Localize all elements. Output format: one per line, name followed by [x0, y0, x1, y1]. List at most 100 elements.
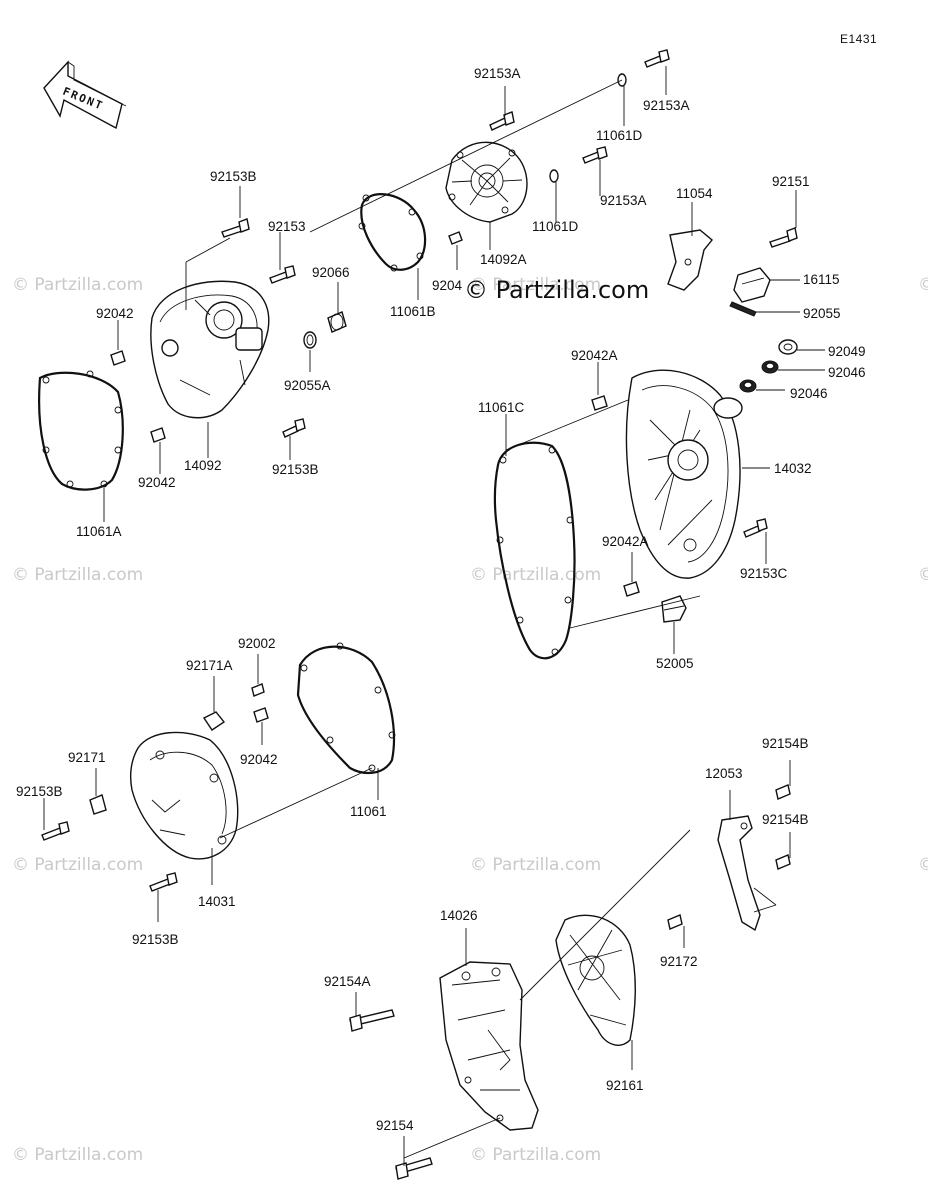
part-label: 92153B: [16, 784, 63, 799]
part-label: 92153A: [474, 66, 521, 81]
part-label: 92049: [828, 344, 866, 359]
part-label: 52005: [656, 656, 694, 671]
part-label: 11061C: [478, 400, 525, 415]
dowel-pin-icon: [448, 231, 463, 245]
gasket-11061: [296, 642, 396, 775]
part-label: 14031: [198, 894, 236, 909]
part-label: 14092A: [480, 252, 527, 267]
dowel-pin-icon: [110, 350, 126, 366]
gasket-11061C: [493, 441, 576, 660]
leader-lines: [43, 66, 825, 1166]
watermark: © Partzilla.com: [470, 275, 601, 295]
bolt-icon: [582, 146, 608, 164]
cover-14092: [150, 280, 270, 419]
plug-52005: [661, 595, 687, 623]
bolt-icon: [769, 227, 798, 248]
watermark: © Partzilla.com: [12, 855, 143, 875]
part-label: 92055A: [284, 378, 331, 393]
part-label: 92153A: [600, 193, 647, 208]
part-label: 92154: [376, 1118, 414, 1133]
bolt-icon: [395, 1157, 433, 1180]
watermark: © Partzilla.com: [12, 565, 143, 585]
part-label: 92153: [268, 219, 306, 234]
part-label: 92171: [68, 750, 106, 765]
watermark: © Partzilla.com: [12, 1145, 143, 1165]
part-label: 92042: [96, 306, 134, 321]
part-label: 92161: [606, 1078, 644, 1093]
bolt-icon: [221, 218, 250, 238]
part-label: 92066: [312, 265, 350, 280]
bolt-icon: [743, 518, 768, 538]
part-label: 92172: [660, 954, 698, 969]
part-label: 14026: [440, 908, 478, 923]
clamp-icon: [89, 794, 107, 815]
bolt-icon: [489, 111, 515, 131]
watermark: © Partzilla.com: [470, 565, 601, 585]
watermark: © Partzilla.com: [918, 565, 928, 585]
part-label: 11061D: [596, 128, 643, 143]
bolt-icon: [41, 821, 70, 841]
dowel-pin-icon: [623, 581, 640, 597]
bolt-icon: [775, 854, 791, 870]
part-label: 92153B: [272, 462, 319, 477]
part-label: 92046: [828, 365, 866, 380]
bolt-icon: [149, 872, 178, 892]
oil-cap-16115: [733, 267, 771, 303]
part-label: 92042A: [571, 348, 618, 363]
part-label: 9204: [432, 278, 463, 293]
watermark: © Partzilla.com: [12, 275, 143, 295]
part-labels: 92153A 92153A 11061D 92153A 11061D 92153…: [16, 66, 866, 1133]
cover-14026: [439, 961, 539, 1131]
bolt-icon: [282, 418, 306, 438]
watermark-center: © Partzilla.com: [464, 276, 649, 304]
part-label: 14092: [184, 458, 222, 473]
watermark: © Partzilla.com: [470, 855, 601, 875]
part-label: 92171A: [186, 658, 233, 673]
part-label: 92002: [238, 636, 276, 651]
bolt-icon: [667, 914, 683, 930]
o-ring-icon: [303, 331, 317, 349]
o-ring-icon: [729, 301, 757, 317]
bearing-icon: [739, 379, 757, 393]
part-label: 12053: [705, 766, 743, 781]
part-label: 92151: [772, 174, 810, 189]
front-arrow-icon: FRONT: [43, 60, 127, 130]
part-label: 14032: [774, 461, 812, 476]
cover-14092A: [445, 141, 528, 223]
gasket-11061B: [358, 193, 427, 272]
plug-icon: [327, 311, 347, 333]
washer-icon: [549, 169, 559, 183]
part-label: 92154B: [762, 812, 809, 827]
dowel-pin-icon: [591, 395, 608, 411]
part-label: 92153B: [132, 932, 179, 947]
watermark: © Partzilla.com: [918, 275, 928, 295]
watermark: © Partzilla.com: [470, 1145, 601, 1165]
part-label: 92055: [803, 306, 841, 321]
watermark: © Partzilla.com: [918, 855, 928, 875]
bolt-icon: [644, 49, 670, 68]
guard-12053: [717, 815, 761, 932]
bracket-11054: [667, 229, 713, 291]
dowel-pin-icon: [253, 707, 269, 723]
cover-14031: [129, 731, 239, 860]
part-label: 92153A: [643, 98, 690, 113]
cover-92161: [555, 914, 636, 1046]
part-label: 11054: [676, 186, 713, 201]
diagram-code: E1431: [840, 32, 877, 46]
part-label: 11061B: [390, 304, 436, 319]
nut-icon: [778, 339, 798, 355]
cover-14032: [625, 369, 743, 579]
bolt-icon: [349, 1009, 395, 1032]
clamp-icon: [202, 711, 226, 731]
part-label: 11061D: [532, 219, 579, 234]
part-label: 11061A: [76, 524, 122, 539]
bolt-icon: [269, 265, 296, 284]
part-label: 92153C: [740, 566, 788, 581]
part-label: 92042A: [602, 534, 649, 549]
part-label: 16115: [803, 272, 840, 287]
bolt-icon: [775, 784, 791, 800]
bearing-icon: [761, 360, 779, 374]
part-label: 92153B: [210, 169, 257, 184]
gasket-11061A: [38, 370, 124, 491]
